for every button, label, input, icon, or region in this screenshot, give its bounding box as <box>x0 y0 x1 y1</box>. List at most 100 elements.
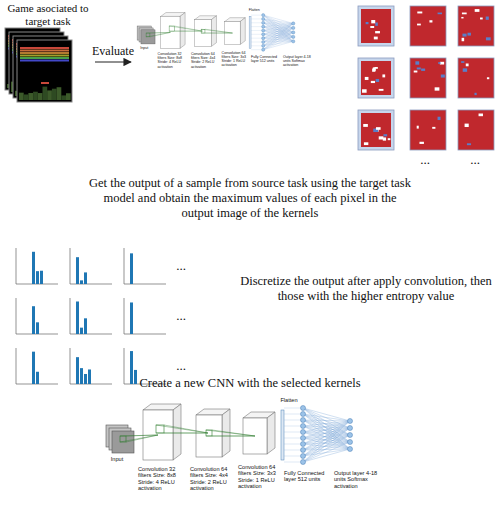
dense-link <box>303 414 350 421</box>
map-pixel <box>374 67 377 69</box>
histogram-bar <box>84 318 87 334</box>
kernel-ray <box>120 435 158 442</box>
map-frame <box>458 110 494 150</box>
kernel-ray <box>156 425 208 433</box>
map-frame <box>358 58 394 98</box>
step-text: Discretize the output after apply convol… <box>238 274 494 304</box>
histogram-bar <box>76 301 79 334</box>
layer-label: Fully Connected layer 512 units <box>284 470 328 483</box>
map-pixel <box>462 13 467 15</box>
flatten-link <box>284 432 303 433</box>
histogram-bar <box>32 352 35 384</box>
feature-map <box>458 110 494 150</box>
layer-label: Input <box>100 456 134 462</box>
dense-link <box>303 408 350 442</box>
histogram <box>70 298 112 334</box>
histogram-bar <box>32 306 35 334</box>
neuron <box>301 448 306 453</box>
terrain <box>66 93 71 100</box>
flatten-link <box>251 26 263 27</box>
map-pixel <box>438 117 441 120</box>
histogram <box>16 248 58 284</box>
flatten-link <box>284 444 303 445</box>
map-pixel <box>461 17 463 19</box>
neuron <box>301 454 306 459</box>
kernel-ray <box>205 33 233 34</box>
ellipsis: ... <box>166 258 196 274</box>
neuron <box>262 17 265 20</box>
histogram-axes <box>70 348 112 384</box>
ellipsis: ... <box>166 358 196 374</box>
layer-label: Flatten <box>274 397 304 403</box>
histogram-bar <box>40 271 43 284</box>
histogram-bar <box>130 253 133 284</box>
layer-label: Convolution 64 filters Size: 3x3 Stride:… <box>222 51 249 68</box>
feature-map <box>358 58 394 98</box>
map-pixel <box>370 26 374 28</box>
dense-link <box>263 23 293 45</box>
dense-link <box>303 414 350 442</box>
dense-link <box>303 421 350 456</box>
histogram-bar <box>84 272 87 284</box>
dense-link <box>263 23 293 28</box>
map-pixel <box>388 138 391 140</box>
histogram-axes <box>16 348 58 384</box>
neuron <box>301 406 306 411</box>
brick-row <box>20 47 69 49</box>
histogram <box>124 248 166 284</box>
kernel-ray <box>205 29 233 33</box>
dense-link <box>303 442 350 456</box>
map-frame <box>410 6 446 46</box>
layer-label: Convolution 32 filters Size: 8x8 Stride:… <box>158 52 185 69</box>
terrain <box>33 92 38 100</box>
map-pixel <box>415 61 419 64</box>
map-pixel <box>474 93 476 95</box>
neuron <box>262 40 265 43</box>
map-pixel <box>363 124 368 127</box>
dense-link <box>263 37 293 50</box>
dense-link <box>263 23 293 49</box>
map-pixel <box>417 24 421 26</box>
map-pixel <box>432 127 435 129</box>
flatten-link <box>251 42 263 43</box>
map-pixel <box>438 13 442 15</box>
feature-map <box>358 110 394 150</box>
dense-link <box>303 435 350 456</box>
dense-link <box>263 19 293 28</box>
map-pixel <box>441 75 445 78</box>
dense-link <box>303 435 350 450</box>
kernel-ray <box>126 435 158 442</box>
layer-side <box>180 13 185 49</box>
dense-link <box>303 442 350 444</box>
dense-link <box>263 37 293 46</box>
histogram-axes <box>124 298 166 334</box>
histogram-bar <box>88 369 91 384</box>
histogram-bar <box>36 322 39 334</box>
map-frame <box>410 58 446 98</box>
histogram-bar <box>134 370 137 384</box>
neuron <box>262 29 265 32</box>
kernel-ray <box>150 32 170 34</box>
ellipsis: ... <box>455 152 495 168</box>
map-pixel <box>376 79 380 82</box>
layer-label: Input <box>133 46 155 50</box>
map-frame <box>458 6 494 46</box>
map-pixel <box>375 22 378 25</box>
dense-link <box>263 32 293 42</box>
dense-link <box>263 23 293 33</box>
terrain <box>43 87 48 100</box>
kernel-ray <box>146 32 170 36</box>
histogram-bar <box>36 372 39 384</box>
histogram <box>124 298 166 334</box>
figure-heading: Game asociated to target task <box>2 2 94 27</box>
layer-label: Convolution 32 filters Size: 8x8 Stride:… <box>138 466 180 492</box>
dense-link <box>303 420 350 421</box>
dense-link <box>303 449 350 456</box>
neuron <box>348 440 353 445</box>
dense-link <box>303 435 350 462</box>
map-pixel <box>366 22 369 24</box>
kernel <box>201 29 205 33</box>
cnn-figure <box>137 13 295 52</box>
feature-map <box>358 6 394 46</box>
game-frame <box>17 40 72 102</box>
